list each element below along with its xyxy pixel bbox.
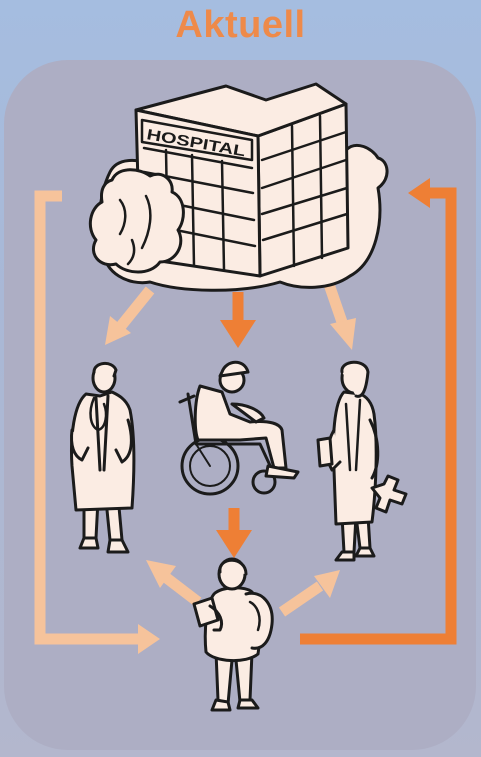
arrow-hospital-to-patient (220, 292, 256, 348)
arrow-patient-to-relative (216, 508, 252, 558)
arrow-relative-to-nurse (282, 570, 340, 612)
walking-person-icon (194, 559, 272, 710)
wheelchair-patient-icon (180, 362, 298, 494)
hospital-building-icon (90, 84, 387, 290)
arrow-hospital-to-doctor (105, 290, 150, 345)
arrow-relative-to-doctor (146, 560, 198, 602)
doctor-icon (71, 363, 134, 552)
nurse-icon (318, 362, 406, 560)
